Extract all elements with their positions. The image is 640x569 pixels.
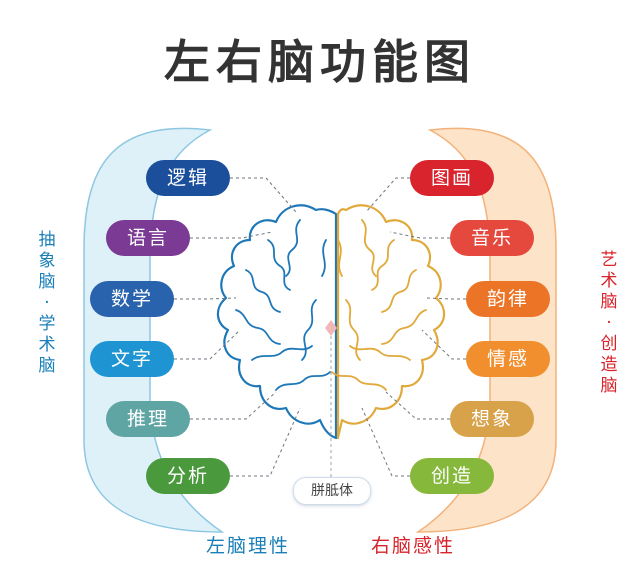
right-connector-5 xyxy=(385,391,450,420)
right-function-5: 想象 xyxy=(450,401,534,437)
right-connector-4 xyxy=(421,329,466,360)
right-brain-folds xyxy=(331,219,427,391)
left-connector-3 xyxy=(174,297,237,300)
right-function-2: 音乐 xyxy=(450,220,534,256)
left-function-3: 数学 xyxy=(90,281,174,317)
right-connector-2 xyxy=(389,231,450,239)
left-bottom-label: 左脑理性 xyxy=(206,535,291,557)
right-function-1: 图画 xyxy=(410,160,494,196)
right-connector-1 xyxy=(365,177,410,213)
corpus-callosum-marker xyxy=(325,320,337,336)
left-function-6: 分析 xyxy=(146,458,230,494)
left-connector-4 xyxy=(174,329,241,360)
right-side-label: 艺术脑·创造脑 xyxy=(600,250,618,396)
corpus-callosum-label: 胼胝体 xyxy=(293,477,371,505)
right-function-4: 情感 xyxy=(466,341,550,377)
left-connector-1 xyxy=(230,177,297,213)
right-function-3: 韵律 xyxy=(466,281,550,317)
left-connector-6 xyxy=(230,407,301,477)
right-connectors xyxy=(361,177,466,477)
left-hemisphere-outline xyxy=(216,204,338,440)
left-connector-2 xyxy=(190,231,273,239)
left-side-label: 抽象脑·学术脑 xyxy=(38,230,56,376)
left-connector-5 xyxy=(190,391,277,420)
right-connector-3 xyxy=(425,297,466,300)
right-connector-6 xyxy=(361,407,410,477)
left-function-2: 语言 xyxy=(106,220,190,256)
left-connectors xyxy=(174,177,301,477)
right-bottom-label: 右脑感性 xyxy=(371,535,456,557)
left-function-5: 推理 xyxy=(106,401,190,437)
left-function-1: 逻辑 xyxy=(146,160,230,196)
left-brain-folds xyxy=(235,219,331,391)
right-hemisphere-outline xyxy=(336,204,446,440)
right-function-6: 创造 xyxy=(410,458,494,494)
page-title: 左右脑功能图 xyxy=(164,35,476,89)
left-function-4: 文字 xyxy=(90,341,174,377)
